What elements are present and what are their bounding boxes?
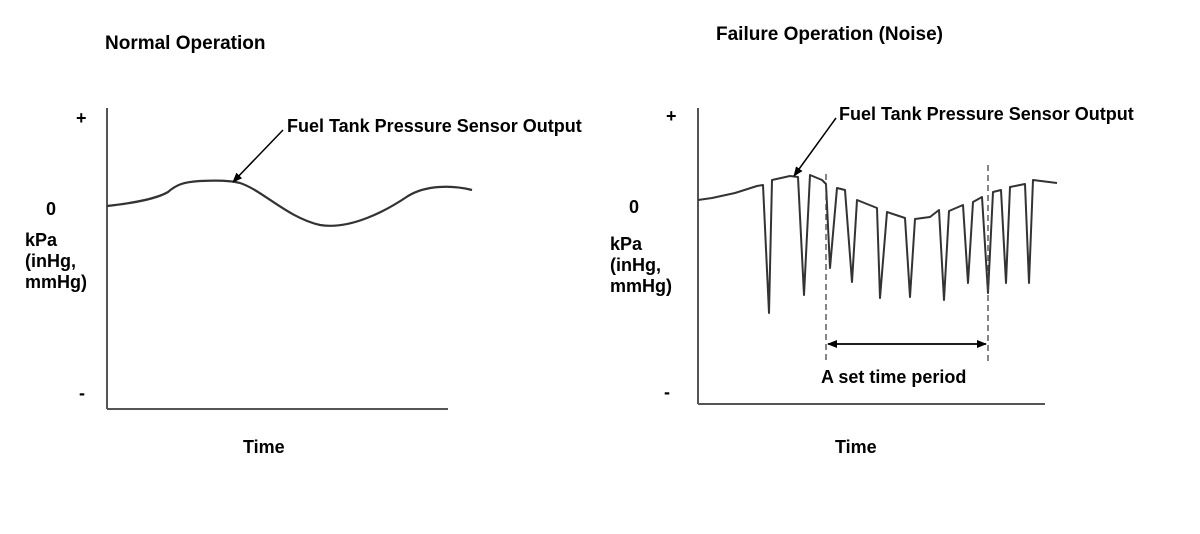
failure-operation-title: Failure Operation (Noise)	[716, 24, 943, 45]
left-annotation-arrow	[232, 129, 284, 183]
right-y-minus-label: -	[664, 382, 670, 402]
right-y-zero-label: 0	[629, 197, 640, 217]
normal-operation-title: Normal Operation	[105, 33, 266, 54]
right-noise-sensor-output-curve	[697, 174, 1058, 314]
right-y-unit-label: kPa (inHg, mmHg)	[610, 234, 672, 296]
set-time-period-label: A set time period	[821, 367, 967, 387]
left-y-minus-label: -	[79, 383, 85, 403]
right-sensor-output-annotation: Fuel Tank Pressure Sensor Output	[839, 104, 1134, 124]
left-y-unit-label: kPa (inHg, mmHg)	[25, 230, 87, 292]
right-annotation-arrow	[793, 117, 837, 177]
right-x-axis-label: Time	[835, 437, 877, 457]
left-y-plus-label: +	[76, 108, 87, 128]
right-y-plus-label: +	[666, 106, 677, 126]
left-x-axis-label: Time	[243, 437, 285, 457]
left-sensor-output-curve	[106, 179, 473, 227]
left-y-zero-label: 0	[46, 199, 57, 219]
left-sensor-output-annotation: Fuel Tank Pressure Sensor Output	[287, 116, 582, 136]
